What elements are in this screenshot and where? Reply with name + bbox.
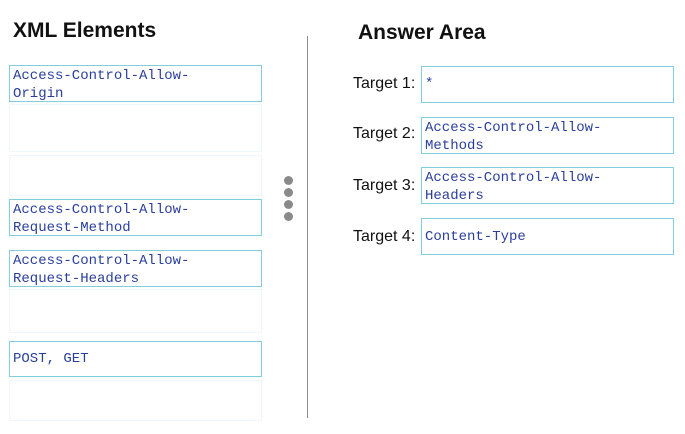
target-1-label: Target 1: xyxy=(353,75,416,92)
source-slot-empty[interactable] xyxy=(9,289,262,333)
dot-icon xyxy=(284,188,293,197)
target-3-label: Target 3: xyxy=(353,177,416,194)
source-item-origin[interactable]: Access-Control-Allow- Origin xyxy=(9,65,262,102)
source-item-post-get[interactable]: POST, GET xyxy=(9,341,262,377)
answer-area-heading: Answer Area xyxy=(358,21,486,44)
target-2-label: Target 2: xyxy=(353,125,416,142)
vertical-dots-icon[interactable] xyxy=(284,176,293,224)
target-2-dropzone[interactable]: Access-Control-Allow- Methods xyxy=(421,117,674,154)
dot-icon xyxy=(284,200,293,209)
source-item-request-headers[interactable]: Access-Control-Allow- Request-Headers xyxy=(9,250,262,287)
target-3-dropzone[interactable]: Access-Control-Allow- Headers xyxy=(421,167,674,204)
target-4-dropzone[interactable]: Content-Type xyxy=(421,218,674,255)
source-slot-empty[interactable] xyxy=(9,380,262,421)
target-1-dropzone[interactable]: * xyxy=(421,66,674,103)
dot-icon xyxy=(284,176,293,185)
dot-icon xyxy=(284,212,293,221)
source-slot-empty[interactable] xyxy=(9,155,262,196)
panel-divider[interactable] xyxy=(307,36,308,418)
source-item-request-method[interactable]: Access-Control-Allow- Request-Method xyxy=(9,199,262,236)
target-4-label: Target 4: xyxy=(353,228,416,245)
source-slot-empty[interactable] xyxy=(9,104,262,152)
xml-elements-heading: XML Elements xyxy=(13,19,157,42)
